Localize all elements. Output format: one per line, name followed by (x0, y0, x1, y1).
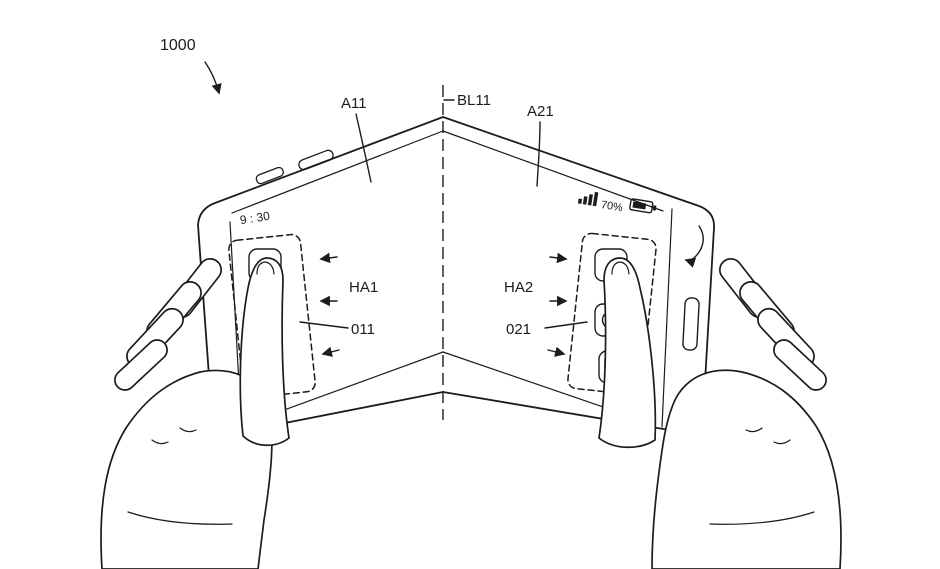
label-a21: A21 (527, 103, 554, 120)
left-wrist-crease (127, 511, 233, 525)
right-hand (598, 257, 842, 569)
top-button-small (255, 166, 284, 185)
knuckle-line (745, 427, 763, 433)
clock-text: 9 : 30 (239, 209, 271, 228)
leader-a21 (536, 121, 541, 187)
knuckle-line (179, 427, 197, 433)
left-hand (100, 257, 290, 569)
annotations: 1000 A11 BL11 A21 HA1 011 HA2 021 (160, 37, 588, 357)
finger (114, 339, 168, 391)
label-a11: A11 (341, 95, 367, 112)
label-021: 021 (506, 321, 531, 338)
label-bl11: BL11 (457, 92, 491, 109)
pointer-arrow-left-1 (319, 252, 338, 264)
left-thumb-nail (256, 261, 275, 275)
pointer-arrow-right-1 (549, 252, 568, 264)
side-button (682, 297, 700, 351)
right-wrist-crease (709, 511, 815, 525)
knuckle-line (773, 439, 791, 445)
signal-icon (577, 191, 599, 207)
handling-area-left (228, 233, 316, 399)
leader-021 (544, 321, 588, 329)
pointer-arrow-right-3 (547, 346, 566, 357)
knuckle-line (151, 439, 169, 445)
right-fingers (718, 258, 827, 391)
right-bezel-line (661, 208, 673, 428)
left-fingers (114, 258, 223, 391)
right-thumb (598, 257, 657, 449)
finger (773, 339, 827, 391)
back-gesture-icon (684, 225, 704, 268)
battery-percent-text: 70% (600, 199, 624, 214)
top-button-large (298, 149, 334, 171)
pointer-arrow-left-3 (321, 346, 340, 357)
leader-a11 (355, 113, 372, 183)
leader-011 (299, 321, 349, 329)
screen-top-edge-right (442, 130, 664, 212)
label-ha2: HA2 (504, 279, 533, 296)
left-thumb (239, 257, 290, 447)
battery-icon (629, 198, 657, 214)
right-palm (651, 369, 842, 569)
right-thumb-nail (611, 261, 630, 275)
figure-ref-arrow (204, 61, 222, 95)
screen-top-edge-left (231, 130, 444, 214)
label-011: 011 (351, 321, 375, 338)
left-palm (100, 369, 273, 569)
figure-ref-label: 1000 (160, 37, 196, 54)
status-cluster: 70% (577, 191, 657, 214)
label-ha1: HA1 (349, 279, 378, 296)
